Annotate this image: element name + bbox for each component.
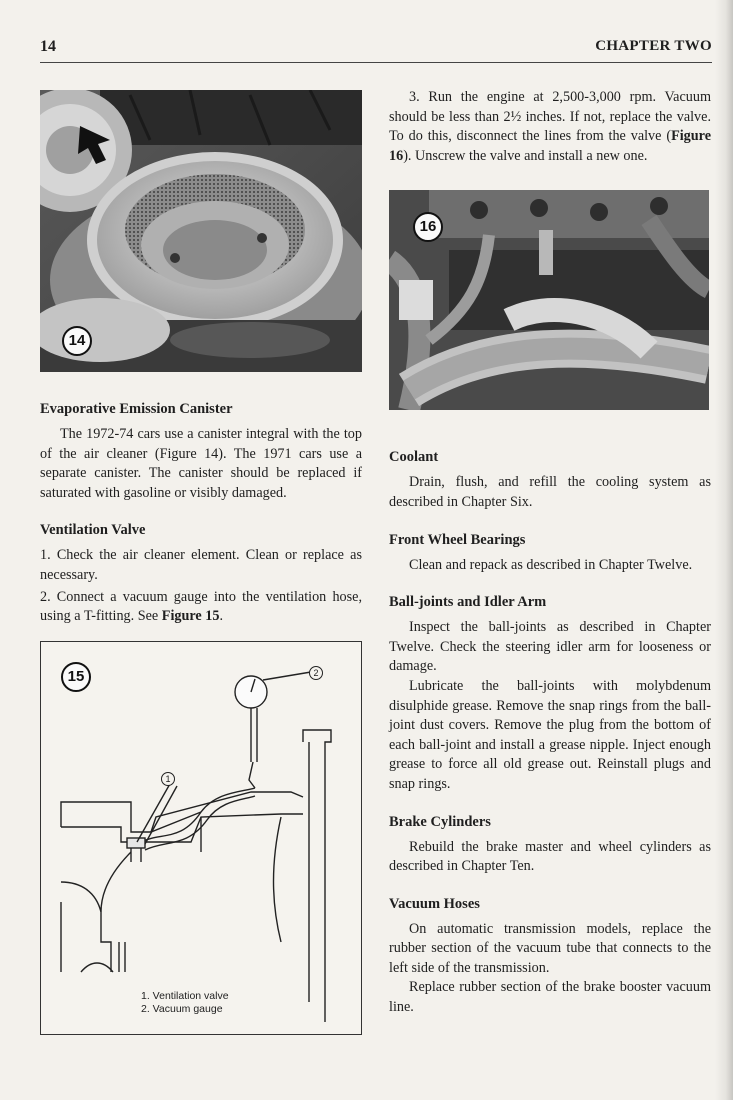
figure-16-reference: Figure 16	[389, 128, 711, 164]
page-edge-shadow	[715, 0, 733, 1100]
section-vacuum-hoses: Vacuum Hoses On automatic transmission m…	[389, 895, 711, 1018]
heading-evaporative-canister: Evaporative Emission Canister	[40, 401, 233, 417]
callout-1: 1	[161, 771, 175, 786]
section-brake-cylinders: Brake Cylinders Rebuild the brake master…	[389, 813, 711, 877]
heading-ventilation-valve: Ventilation Valve	[40, 522, 146, 539]
section-ventilation-valve: Ventilation Valve 1. Check the air clean…	[40, 521, 362, 626]
coolant-text: Drain, flush, and refill the cooling sys…	[389, 474, 711, 510]
front-wheel-bearings-text: Clean and repack as described in Chapter…	[409, 556, 693, 573]
vacuum-hoses-text-1: On automatic transmission models, replac…	[389, 920, 711, 976]
ventilation-step-1: 1. Check the air cleaner element. Clean …	[40, 547, 362, 583]
left-column: 14 Evaporative Emission Canister The 197…	[40, 90, 362, 1035]
brake-cylinders-text: Rebuild the brake master and wheel cylin…	[389, 838, 711, 875]
section-ball-joints: Ball-joints and Idler Arm Inspect the ba…	[389, 593, 711, 794]
figure-14-photo: 14	[40, 90, 362, 372]
figure-16-photo: 16	[389, 190, 709, 411]
figure-16-badge: 16	[413, 212, 443, 243]
figure-15-legend: 1. Ventilation valve 2. Vacuum gauge	[141, 990, 229, 1016]
ventilation-step-3-text: 3. Run the engine at 2,500-3,000 rpm. Va…	[389, 89, 711, 145]
ball-joints-text-2: Lubricate the ball-joints with molybdenu…	[389, 677, 711, 792]
legend-item-1: 1. Ventilation valve	[141, 989, 229, 1002]
figure-14-badge: 14	[62, 326, 92, 356]
heading-coolant: Coolant	[389, 449, 439, 466]
ventilation-step-3: 3. Run the engine at 2,500-3,000 rpm. Va…	[389, 88, 711, 166]
page-header: 14 CHAPTER TWO	[40, 36, 712, 63]
ventilation-step-2-end: .	[219, 608, 223, 625]
ventilation-diagram-drawing	[60, 671, 332, 1022]
section-evaporative-canister: Evaporative Emission Canister The 1972-7…	[40, 400, 362, 503]
section-coolant: Coolant Drain, flush, and refill the coo…	[389, 448, 711, 512]
heading-brake-cylinders: Brake Cylinders	[389, 813, 491, 830]
section-front-wheel-bearings: Front Wheel Bearings Clean and repack as…	[389, 531, 711, 576]
ventilation-step-2: 2. Connect a vacuum gauge into the venti…	[40, 588, 362, 627]
heading-ball-joints: Ball-joints and Idler Arm	[389, 594, 547, 611]
ball-joints-text-1: Inspect the ball-joints as described in …	[389, 619, 711, 675]
right-column: 3. Run the engine at 2,500-3,000 rpm. Va…	[389, 88, 711, 1018]
callout-2: 2	[309, 665, 323, 680]
ventilation-step-2-text: 2. Connect a vacuum gauge into the venti…	[40, 588, 362, 625]
evaporative-canister-text: The 1972-74 cars use a canister integral…	[40, 426, 362, 501]
heading-front-wheel-bearings: Front Wheel Bearings	[389, 531, 526, 548]
figure-15-reference: Figure 15	[161, 608, 220, 625]
heading-vacuum-hoses: Vacuum Hoses	[389, 895, 480, 912]
figure-15-diagram: 15 1 2 1. Ventilation valve 2. Vacuum ga…	[40, 640, 362, 1035]
figure-15-badge: 15	[61, 661, 91, 692]
chapter-title: CHAPTER TWO	[595, 38, 712, 54]
air-cleaner-photo	[40, 90, 362, 372]
ventilation-step-3-end: ). Unscrew the valve and install a new o…	[403, 147, 648, 164]
page-number: 14	[40, 38, 56, 55]
legend-item-2: 2. Vacuum gauge	[141, 1002, 223, 1015]
vacuum-hoses-text-2: Replace rubber section of the brake boos…	[389, 979, 711, 1016]
